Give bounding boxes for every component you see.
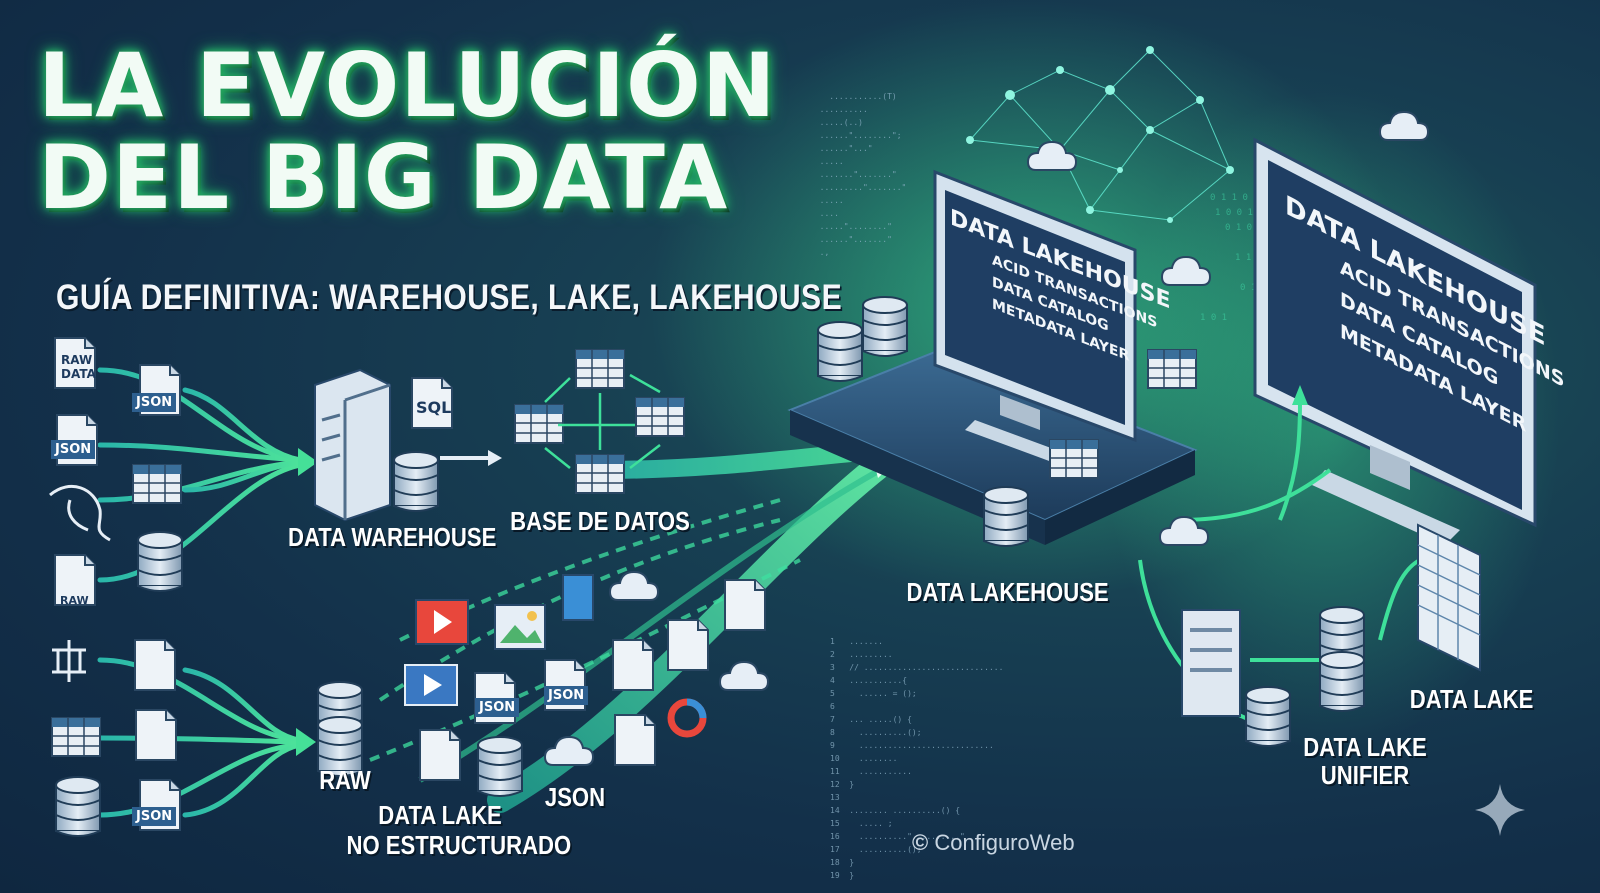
json-badge-1: JSON: [132, 393, 177, 412]
video-icon: [415, 599, 469, 645]
label-data-lake: DATA LAKE: [1409, 684, 1534, 714]
title-line-2: DEL BIG DATA: [38, 126, 729, 229]
page-title: LA EVOLUCIÓN DEL BIG DATA: [38, 40, 776, 224]
image-icon: [494, 604, 546, 650]
server-right: [1181, 609, 1241, 717]
svg-text:0 1 0: 0 1 0: [1225, 223, 1252, 233]
svg-text:1 0 1: 1 0 1: [1200, 313, 1227, 323]
json-badge-3: JSON: [132, 807, 177, 826]
network-hub-icon: [52, 640, 86, 682]
code-snippet-bottom: 1 ....... 2 ......... 3 // .............…: [830, 637, 1004, 880]
data-warehouse-server: [314, 368, 391, 522]
label-base-de-datos: BASE DE DATOS: [510, 506, 690, 536]
brand-name: ConfiguroWeb: [934, 830, 1075, 855]
page-subtitle: GUÍA DEFINITIVA: WAREHOUSE, LAKE, LAKEHO…: [56, 278, 843, 317]
raw-data-doc-label: RAW DATA: [61, 353, 96, 381]
mysql-dolphin-icon: [49, 484, 111, 542]
sql-doc-label: SQL: [416, 398, 452, 417]
network-graph: [969, 49, 1231, 221]
code-snippet-top: ...........(T) .......... .....(..) ....…: [819, 92, 907, 257]
warehouse-arrowhead: [298, 448, 318, 476]
lakehouse-monitor-right: [1253, 137, 1537, 545]
sparkle-icon: [1475, 784, 1525, 836]
label-json-stream: JSON: [544, 782, 606, 812]
label-data-warehouse: DATA WAREHOUSE: [288, 522, 497, 552]
json-badge-5: JSON: [544, 686, 589, 705]
svg-text:0 1 1 0: 0 1 1 0: [1210, 193, 1248, 203]
label-unifier-line-1: DATA LAKE: [1303, 732, 1427, 762]
label-no-estructurado-line: NO ESTRUCTURADO: [346, 830, 572, 860]
top-source-flows: [97, 367, 303, 583]
label-data-lake-unifier: DATA LAKE UNIFIER: [1301, 733, 1429, 789]
bottom-source-flows: [97, 657, 303, 818]
label-raw: RAW: [319, 765, 371, 795]
brand-c-icon: ©: [912, 830, 929, 855]
json-badge-2: JSON: [51, 440, 96, 459]
label-data-lake-line: DATA LAKE: [378, 800, 502, 830]
raw-doc-label: RAW: [60, 594, 89, 607]
play-icon: [404, 664, 458, 706]
network-nodes: [966, 46, 1234, 223]
lakehouse-monitor-center: [933, 169, 1137, 465]
svg-text:1 0 0 1: 1 0 0 1: [1215, 208, 1253, 218]
label-data-lakehouse: DATA LAKEHOUSE: [906, 577, 1109, 607]
json-badge-4: JSON: [475, 698, 520, 717]
label-unifier-line-2: UNIFIER: [1320, 760, 1410, 790]
label-data-lake-no-estructurado: DATA LAKE NO ESTRUCTURADO: [346, 800, 572, 860]
db-cross-arrows: [544, 373, 661, 469]
data-lake-table: [1417, 523, 1481, 672]
book-icon: [562, 574, 594, 621]
brand-logo: © ConfiguroWeb: [912, 830, 1075, 856]
svg-text:0 1: 0 1: [1240, 283, 1256, 293]
title-line-1: LA EVOLUCIÓN: [38, 34, 777, 137]
donut-chart-icon: [667, 698, 707, 738]
